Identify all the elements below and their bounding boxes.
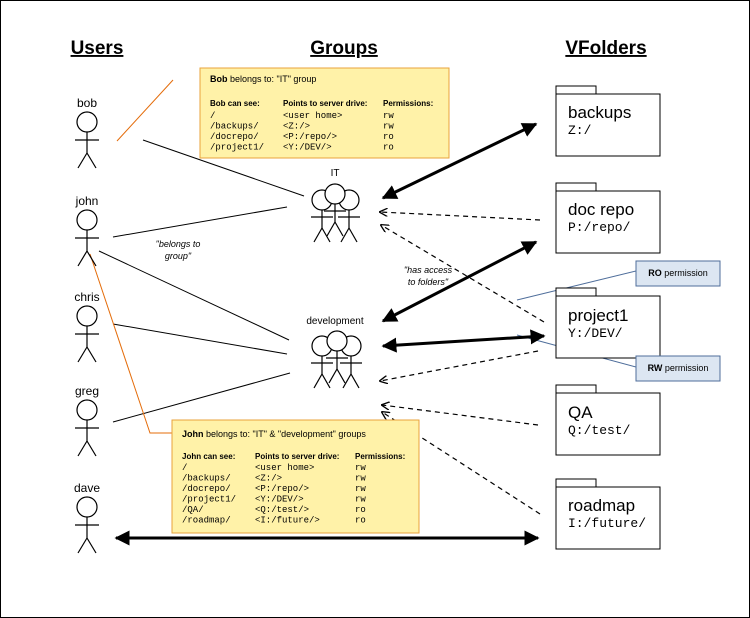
vfolder-path: Q:/test/ bbox=[568, 423, 631, 438]
col-header: Points to server drive: bbox=[255, 452, 339, 461]
access-note-line2: to folders" bbox=[408, 277, 449, 287]
box-cell: /QA/ bbox=[182, 505, 204, 515]
bob-info-box: Bob belongs to: "IT" group Bob can see: … bbox=[199, 67, 450, 159]
vfolder-backups: backups Z:/ bbox=[555, 85, 661, 157]
box-cell: rw bbox=[355, 474, 366, 484]
box-cell: /project1/ bbox=[182, 495, 236, 505]
belongs-note-line2: group" bbox=[165, 251, 192, 261]
col-header: Points to server drive: bbox=[283, 99, 367, 108]
box-title-bold: John bbox=[182, 429, 204, 439]
box-cell: rw bbox=[383, 111, 394, 121]
box-cell: /docrepo/ bbox=[182, 484, 231, 494]
box-cell: <I:/future/> bbox=[255, 516, 320, 526]
vfolder-name: QA bbox=[568, 403, 593, 422]
vfolder-name: project1 bbox=[568, 306, 628, 325]
vfolder-path: P:/repo/ bbox=[568, 220, 631, 235]
group-it: IT bbox=[311, 168, 360, 243]
vfolder-path: I:/future/ bbox=[568, 516, 646, 531]
vfolder-path: Z:/ bbox=[568, 123, 592, 138]
box-cell: <P:/repo/> bbox=[283, 132, 337, 142]
john-info-box: John belongs to: "IT" & "development" gr… bbox=[171, 419, 420, 534]
belongs-note-line1: "belongs to bbox=[156, 239, 201, 249]
box-cell: <user home> bbox=[255, 463, 314, 473]
vfolder-path: Y:/DEV/ bbox=[568, 326, 623, 341]
vfolder-qa: QA Q:/test/ bbox=[555, 384, 661, 456]
box-cell: <user home> bbox=[283, 111, 342, 121]
box-cell: rw bbox=[355, 495, 366, 505]
user-john: john bbox=[75, 194, 99, 267]
user-label: john bbox=[75, 194, 99, 208]
box-cell: / bbox=[210, 111, 215, 121]
box-cell: /backups/ bbox=[210, 122, 259, 132]
user-label: greg bbox=[75, 384, 99, 398]
user-chris: chris bbox=[74, 290, 100, 363]
vfolder-name: doc repo bbox=[568, 200, 634, 219]
svg-text:John belongs to: "IT" & "devel: John belongs to: "IT" & "development" gr… bbox=[182, 429, 366, 439]
box-title-rest: belongs to: "IT" & "development" groups bbox=[204, 429, 367, 439]
rw-permission-badge: RW permission bbox=[635, 355, 721, 382]
ro-permission-badge: RO permission bbox=[635, 260, 721, 287]
box-cell: /backups/ bbox=[182, 474, 231, 484]
box-cell: /project1/ bbox=[210, 143, 264, 153]
vfolder-project1: project1 Y:/DEV/ bbox=[555, 287, 661, 359]
membership-lines bbox=[98, 139, 305, 423]
group-label: IT bbox=[331, 168, 340, 179]
perm-bold: RO bbox=[648, 268, 662, 278]
box-cell: rw bbox=[355, 463, 366, 473]
box-cell: / bbox=[182, 463, 187, 473]
vfolder-roadmap: roadmap I:/future/ bbox=[555, 478, 661, 550]
svg-text:RO permission: RO permission bbox=[648, 268, 708, 278]
col-header: John can see: bbox=[182, 452, 235, 461]
box-cell: /docrepo/ bbox=[210, 132, 259, 142]
col-header: Bob can see: bbox=[210, 99, 260, 108]
svg-text:RW permission: RW permission bbox=[648, 363, 709, 373]
access-note-line1: "has access bbox=[404, 265, 453, 275]
vfolder-name: roadmap bbox=[568, 496, 635, 515]
col-header: Permissions: bbox=[383, 99, 433, 108]
groups-header: Groups bbox=[310, 38, 378, 59]
users-header: Users bbox=[71, 38, 124, 59]
user-dave: dave bbox=[74, 481, 100, 554]
vfolder-doc-repo: doc repo P:/repo/ bbox=[555, 182, 661, 254]
user-greg: greg bbox=[75, 384, 99, 457]
group-label: development bbox=[306, 316, 363, 327]
box-rows: / <user home> rw/backups/ <Z:/> rw/docrepo/ <… bbox=[210, 111, 394, 153]
vfolders-header: VFolders bbox=[565, 38, 646, 59]
rw-access-arrows bbox=[114, 122, 546, 546]
box-cell: ro bbox=[355, 505, 366, 515]
box-cell: <Q:/test/> bbox=[255, 505, 309, 515]
box-cell: ro bbox=[383, 132, 394, 142]
callout-lines bbox=[89, 79, 174, 434]
group-development: development bbox=[306, 316, 364, 389]
svg-text:Bob belongs to: "IT" group: Bob belongs to: "IT" group bbox=[210, 74, 316, 84]
user-label: chris bbox=[74, 290, 99, 304]
user-label: bob bbox=[77, 96, 97, 110]
vfolder-name: backups bbox=[568, 103, 631, 122]
perm-bold: RW bbox=[648, 363, 663, 373]
box-cell: rw bbox=[355, 484, 366, 494]
box-cell: <Y:/DEV/> bbox=[283, 143, 332, 153]
perm-rest: permission bbox=[662, 268, 708, 278]
box-cell: <P:/repo/> bbox=[255, 484, 309, 494]
box-title-rest: belongs to: "IT" group bbox=[228, 74, 317, 84]
col-header: Permissions: bbox=[355, 452, 405, 461]
box-rows: / <user home> rw/backups/ <Z:/> rw/docrepo/ <… bbox=[182, 463, 366, 526]
box-cell: ro bbox=[355, 516, 366, 526]
user-label: dave bbox=[74, 481, 100, 495]
box-cell: rw bbox=[383, 122, 394, 132]
perm-rest: permission bbox=[662, 363, 708, 373]
box-cell: <Y:/DEV/> bbox=[255, 495, 304, 505]
box-cell: ro bbox=[383, 143, 394, 153]
box-cell: /roadmap/ bbox=[182, 516, 231, 526]
user-bob: bob bbox=[75, 96, 99, 169]
box-cell: <Z:/> bbox=[255, 474, 282, 484]
box-cell: <Z:/> bbox=[283, 122, 310, 132]
box-title-bold: Bob bbox=[210, 74, 228, 84]
